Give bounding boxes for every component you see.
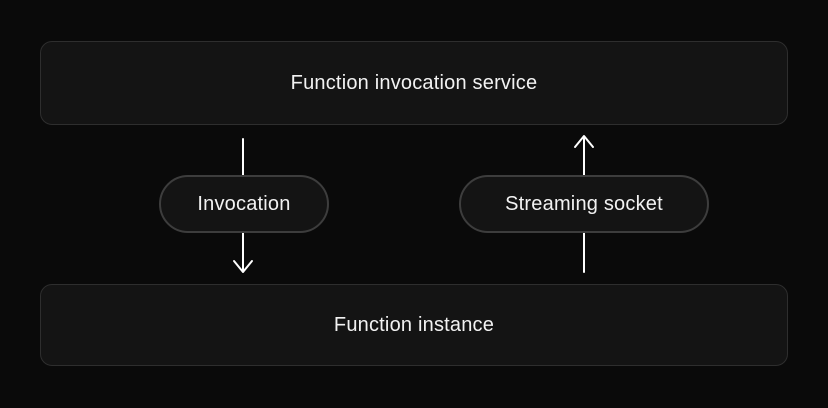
function-invocation-service-label: Function invocation service — [290, 71, 538, 94]
function-instance-label: Function instance — [333, 313, 495, 336]
function-invocation-service-box: Function invocation service — [40, 41, 788, 125]
invocation-pill-label: Invocation — [197, 192, 291, 215]
function-instance-box: Function instance — [40, 284, 788, 366]
streaming-socket-pill: Streaming socket — [459, 175, 709, 233]
streaming-socket-pill-label: Streaming socket — [505, 192, 663, 215]
invocation-pill: Invocation — [159, 175, 329, 233]
